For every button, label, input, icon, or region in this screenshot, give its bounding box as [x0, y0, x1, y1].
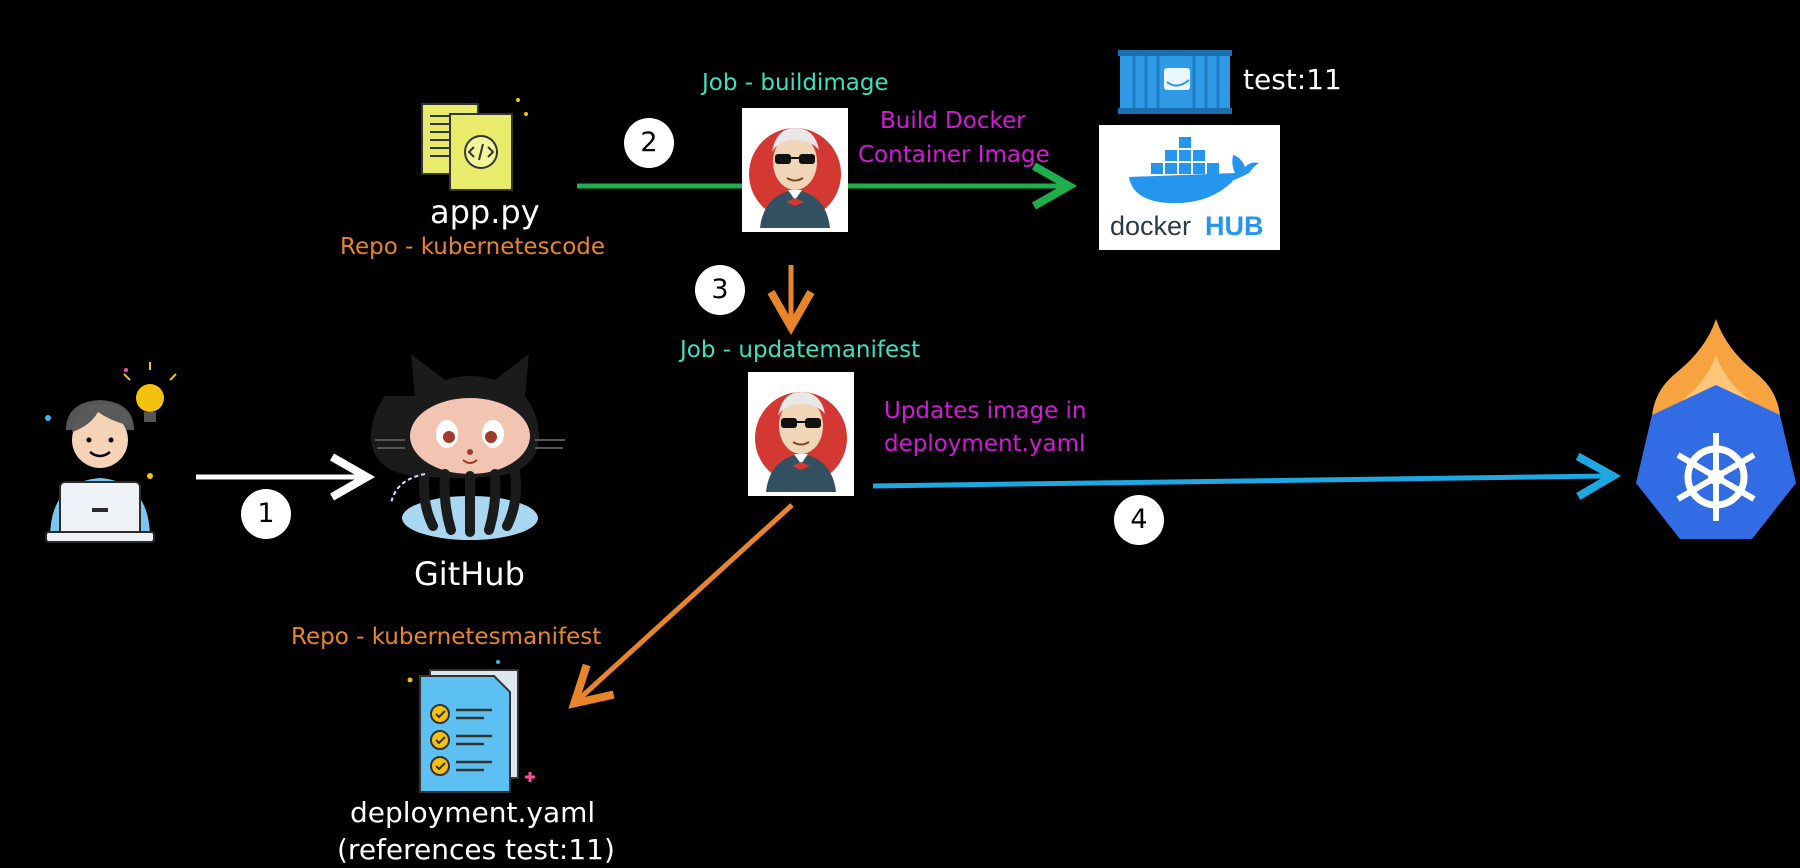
- github-octocat-icon: [371, 354, 565, 540]
- step-3-badge: 3: [695, 265, 745, 315]
- update-action-line-1: Updates image in: [884, 398, 1087, 424]
- docker-whale-icon: [1129, 137, 1259, 204]
- arrow-update-manifest: [568, 503, 794, 709]
- update-action-line-2: deployment.yaml: [884, 431, 1086, 457]
- developer-icon: [45, 362, 177, 543]
- step-4-badge: 4: [1114, 495, 1164, 545]
- step-2-badge: 2: [624, 118, 674, 168]
- step-1-badge: 1: [241, 489, 291, 539]
- jenkins-update-icon: [748, 372, 854, 496]
- build-action-line-2: Container Image: [858, 142, 1050, 168]
- repo-code-label: Repo - kubernetescode: [340, 234, 606, 260]
- job-build-label: Job - buildimage: [702, 70, 889, 96]
- docker-container-icon: [1118, 50, 1232, 114]
- manifest-note-label: (references test:11): [337, 833, 615, 866]
- docker-word: docker: [1110, 211, 1192, 241]
- manifest-file-label: deployment.yaml: [350, 796, 596, 829]
- code-file-icon: [421, 98, 528, 191]
- app-py-label: app.py: [430, 193, 540, 231]
- argocd-kubernetes-icon: [1636, 319, 1796, 539]
- arrow-step-4: [872, 452, 1622, 500]
- docker-hub-logo: docker HUB: [1099, 125, 1280, 250]
- github-label: GitHub: [414, 555, 525, 593]
- build-action-line-1: Build Docker: [880, 108, 1026, 134]
- jenkins-icon: [742, 108, 848, 232]
- repo-manifest-label: Repo - kubernetesmanifest: [291, 624, 602, 650]
- checklist-document-icon: [407, 660, 535, 793]
- hub-word: HUB: [1205, 211, 1264, 241]
- image-tag-label: test:11: [1243, 63, 1342, 96]
- job-update-label: Job - updatemanifest: [680, 337, 921, 363]
